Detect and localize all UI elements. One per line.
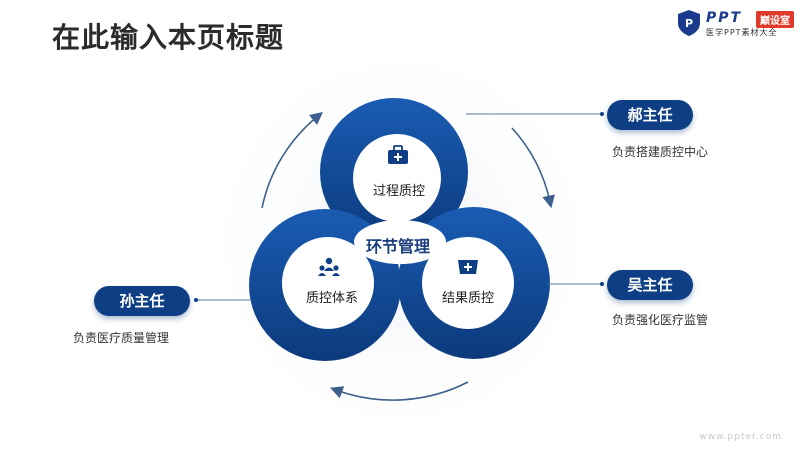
team-icon bbox=[318, 257, 340, 276]
logo-badge: 巅设室 bbox=[756, 11, 794, 28]
svg-text:P: P bbox=[685, 17, 693, 30]
cycle-arrow-bottom bbox=[329, 381, 469, 401]
cycle-arrow-top-right bbox=[511, 127, 555, 209]
logo-brand-text: PPT bbox=[706, 10, 743, 26]
node-label-left: 质控体系 bbox=[305, 291, 358, 306]
center-disc bbox=[354, 220, 446, 264]
role-desc-sun: 负责医疗质量管理 bbox=[73, 331, 170, 345]
center-label: 环节管理 bbox=[366, 237, 431, 256]
role-desc-hao: 负责搭建质控中心 bbox=[612, 145, 709, 159]
role-pill-sun: 孙主任 bbox=[94, 286, 190, 316]
watermark: www.ppter.com bbox=[699, 432, 782, 442]
node-label-top: 过程质控 bbox=[372, 184, 425, 199]
logo-subtitle: 医学PPT素材大全 bbox=[706, 28, 778, 37]
brand-logo: P PPT 巅设室 医学PPT素材大全 bbox=[676, 8, 796, 38]
node-disc-top bbox=[353, 134, 441, 222]
node-disc-right bbox=[422, 237, 514, 329]
node-label-right: 结果质控 bbox=[441, 291, 494, 306]
role-pill-wu: 吴主任 bbox=[607, 270, 693, 300]
page-title: 在此输入本页标题 bbox=[52, 21, 285, 54]
role-pill-hao: 郝主任 bbox=[607, 100, 693, 130]
cycle-arrow-top-left bbox=[261, 111, 323, 209]
node-disc-left bbox=[282, 237, 374, 329]
shield-icon: P bbox=[678, 10, 700, 36]
medical-kit-icon bbox=[388, 145, 408, 164]
nurse-cap-icon bbox=[458, 260, 478, 274]
role-desc-wu: 负责强化医疗监管 bbox=[612, 313, 709, 327]
